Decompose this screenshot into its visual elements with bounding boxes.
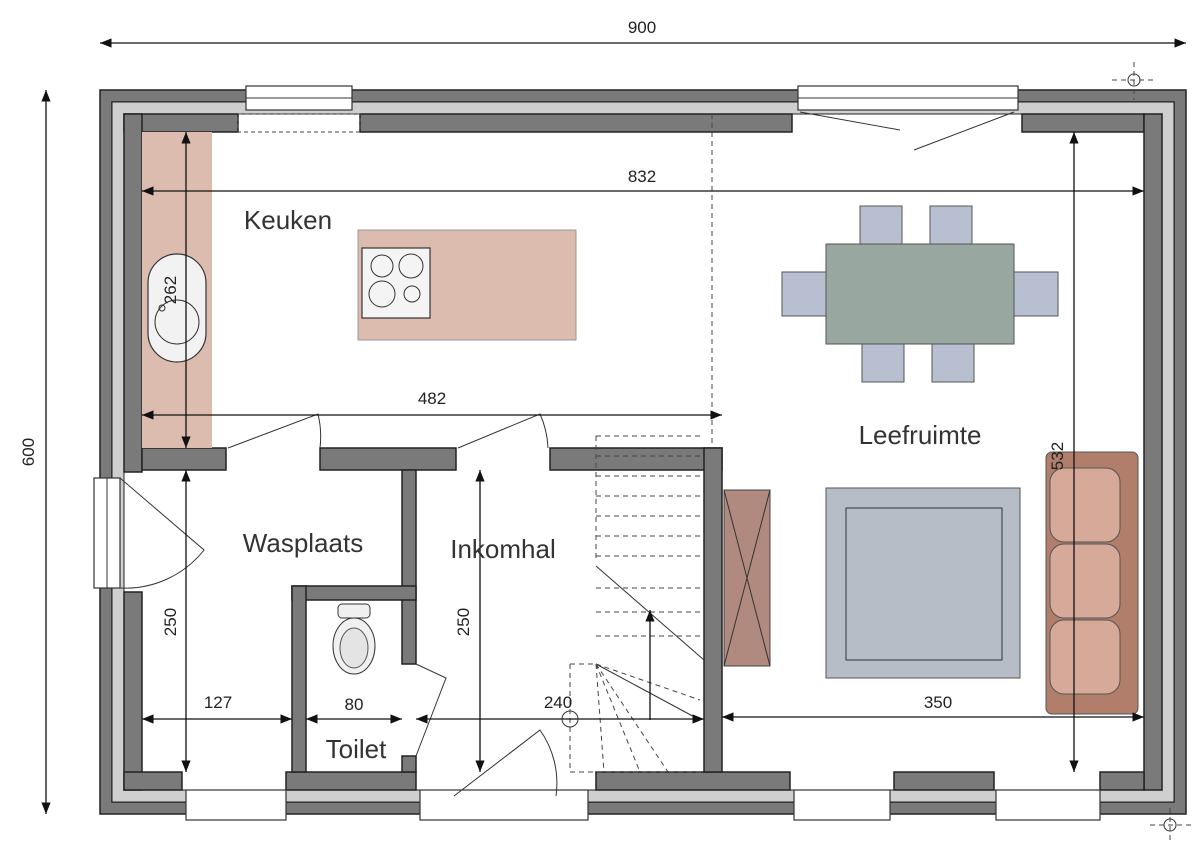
chair-icon [929,205,973,247]
dim-inner-width: 832 [628,167,656,186]
dim-total-width: 900 [628,18,656,37]
dim-stair-width: 240 [544,693,572,712]
dining-table [825,243,1015,345]
dim-wasplaats-width: 127 [204,693,232,712]
dim-living-depth: 532 [1048,442,1067,470]
dimension-lines [41,38,1186,814]
dim-hall-depth: 250 [454,608,473,636]
dim-toilet-width: 80 [345,695,364,714]
outer-walls [99,89,1187,815]
dim-kitchen-width: 482 [418,389,446,408]
dim-wasplaats-depth: 250 [161,608,180,636]
chair-icon [781,271,827,317]
kitchen-furniture [142,132,577,448]
dim-total-height: 600 [19,438,38,466]
chair-icon [861,341,905,383]
sink-icon [147,253,207,363]
chair-icon [931,341,975,383]
staircase [569,435,705,773]
dim-kitchen-depth: 262 [161,276,180,304]
windows [93,85,1101,821]
room-label-toilet: Toilet [326,734,387,764]
dim-living-width: 350 [924,693,952,712]
room-label-hall: Inkomhal [450,534,556,564]
interior-walls [141,114,723,797]
dining-set [781,205,1059,383]
living-furniture [723,451,1139,715]
room-label-living: Leefruimte [859,420,982,450]
toilet-icon [332,603,376,675]
rug [825,487,1021,679]
chair-icon [859,205,903,247]
chair-icon [1013,271,1059,317]
room-label-laundry: Wasplaats [243,528,363,558]
crosshair-icon [1112,62,1194,842]
room-label-kitchen: Keuken [244,205,332,235]
